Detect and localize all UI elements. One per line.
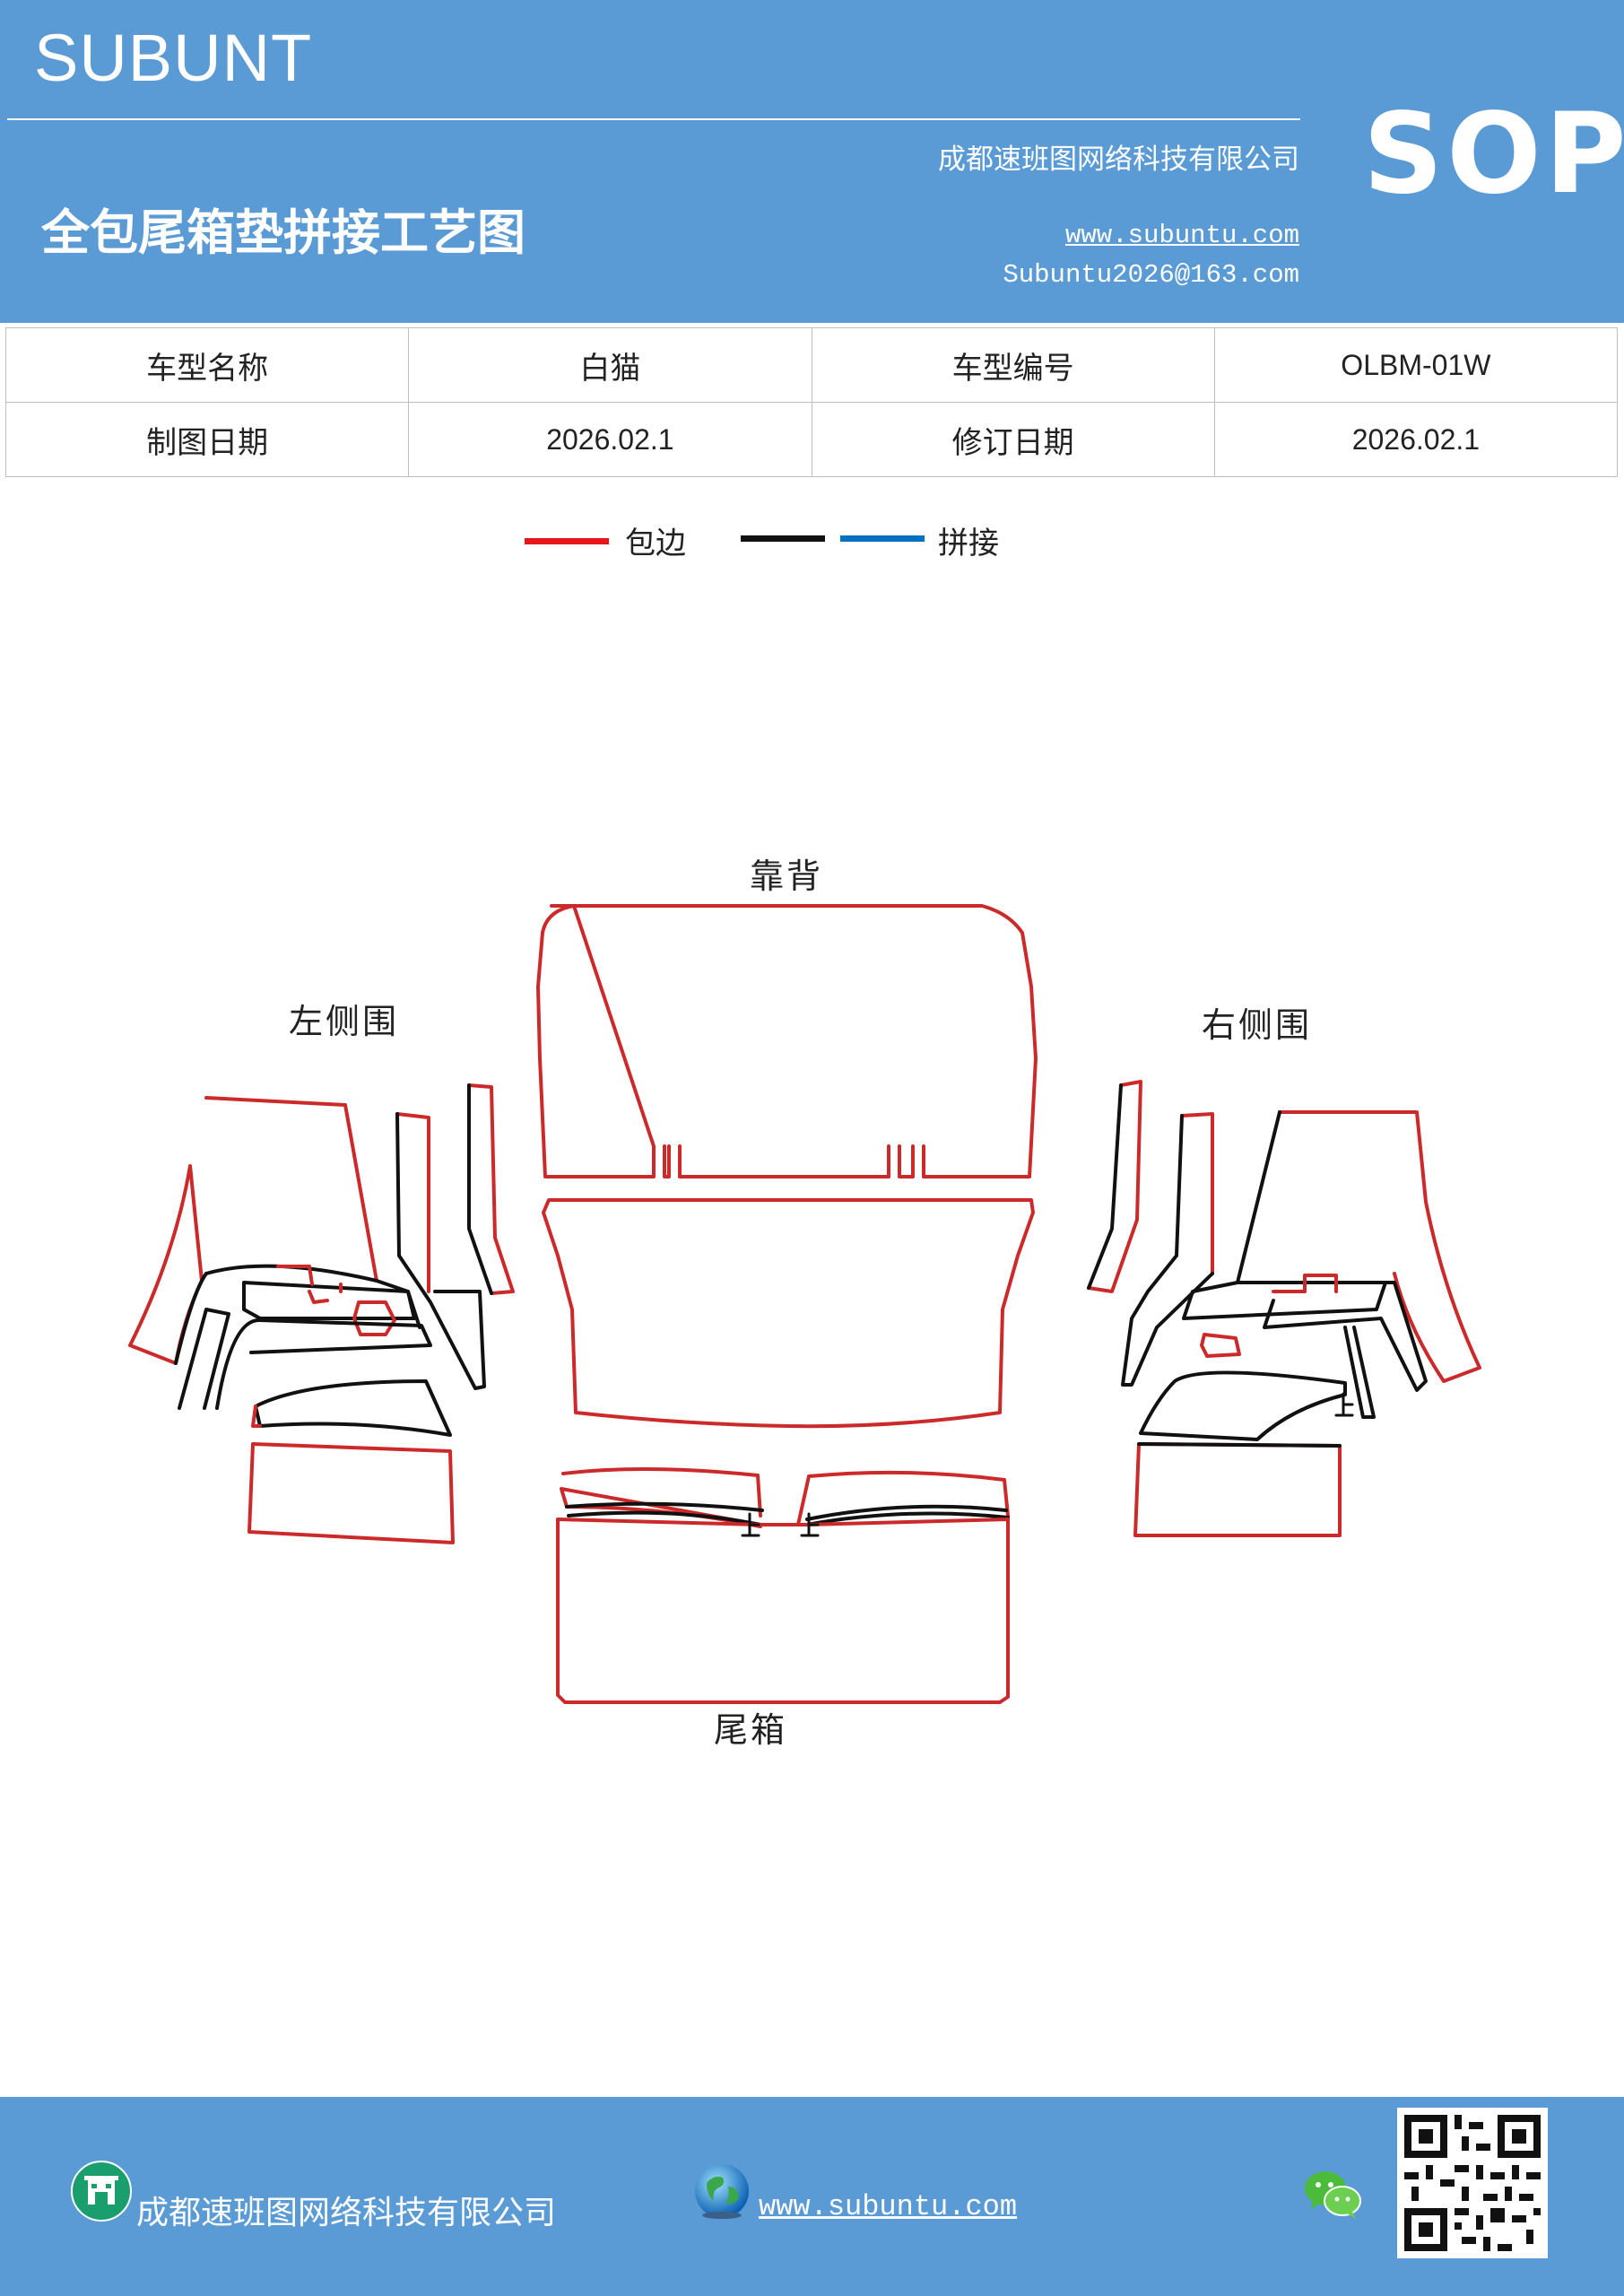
- drawing-date-value: 2026.02.1: [408, 402, 812, 477]
- left-side-label: 左侧围: [289, 1002, 400, 1041]
- brand-name: SUBUNT: [34, 21, 313, 95]
- footer-banner: 成都速班图网络科技有限公司 www.subuntu.com: [0, 2097, 1624, 2296]
- footer-website-link[interactable]: www.subuntu.com: [759, 2190, 1018, 2223]
- right-bottom-panel: [1133, 1442, 1342, 1537]
- header-divider: [7, 118, 1300, 120]
- left-inner-bracket: [242, 1281, 416, 1320]
- right-lower-arch-edge: [1343, 1326, 1376, 1419]
- header-email[interactable]: Subuntu2026@163.com: [1003, 260, 1299, 290]
- backrest-lower-panel: [542, 1198, 1035, 1429]
- left-lower-strip-edge: [251, 1405, 262, 1428]
- left-strip-1-seam: [395, 1112, 486, 1390]
- backrest-upper-panel: [536, 904, 1038, 1178]
- model-code-value: OLBM-01W: [1213, 327, 1619, 403]
- left-inner-bracket-edge: [276, 1265, 343, 1304]
- model-code-label: 车型编号: [811, 327, 1215, 403]
- revision-date-label: 修订日期: [811, 402, 1215, 477]
- revision-date-value: 2026.02.1: [1213, 402, 1619, 477]
- table-row: 制图日期 2026.02.1 修订日期 2026.02.1: [4, 402, 1619, 477]
- legend-edge-label: 包边: [625, 526, 686, 561]
- left-bottom-panel: [248, 1442, 455, 1544]
- drawing-date-label: 制图日期: [4, 402, 410, 477]
- left-strip-2: [467, 1083, 515, 1295]
- stop-mark: [800, 1512, 820, 1537]
- legend-edge-line: [525, 538, 609, 544]
- right-strip-2-seam: [1087, 1083, 1123, 1290]
- left-lower-arch: [178, 1308, 432, 1410]
- sop-badge: SOP: [1363, 90, 1624, 219]
- splice-diagram: [128, 904, 1481, 1704]
- right-big-panel-seam: [1236, 1110, 1428, 1392]
- right-big-panel: [1278, 1110, 1481, 1383]
- legend: 包边 拼接: [0, 513, 1624, 567]
- header-website-link[interactable]: www.subuntu.com: [1064, 221, 1299, 250]
- left-clip: [352, 1300, 396, 1336]
- model-name-label: 车型名称: [4, 327, 410, 403]
- right-clip: [1200, 1333, 1241, 1358]
- right-strip-1: [1180, 1112, 1214, 1275]
- wechat-icon: [1305, 2171, 1361, 2219]
- left-strip-2-seam: [467, 1083, 493, 1295]
- trunk-seam-right: [805, 1504, 1008, 1521]
- right-lower-arch: [1139, 1370, 1347, 1441]
- legend-seam-label: 拼接: [938, 526, 999, 561]
- right-inner-bracket-edge: [1272, 1274, 1338, 1293]
- trunk-seam-left: [565, 1501, 764, 1512]
- right-strip-1-seam: [1121, 1114, 1214, 1387]
- right-strip-2: [1087, 1080, 1142, 1293]
- footer-company: 成都速班图网络科技有限公司: [136, 2195, 557, 2231]
- header-banner: SUBUNT SOP 成都速班图网络科技有限公司 全包尾箱垫拼接工艺图 www.…: [0, 0, 1624, 323]
- left-lower-strip: [254, 1379, 452, 1437]
- stop-mark: [1334, 1392, 1354, 1417]
- left-strip-1: [395, 1112, 430, 1293]
- building-icon: [71, 2161, 132, 2222]
- stop-mark: [741, 1512, 760, 1537]
- document-title: 全包尾箱垫拼接工艺图: [41, 204, 525, 261]
- vehicle-info-table: 车型名称 白猫 车型编号 OLBM-01W 制图日期 2026.02.1 修订日…: [4, 327, 1619, 477]
- globe-icon: [695, 2164, 749, 2219]
- right-inner-bracket: [1182, 1281, 1387, 1320]
- qr-code: [1397, 2108, 1548, 2258]
- right-bottom-panel-seam: [1137, 1442, 1342, 1448]
- backrest-label: 靠背: [750, 857, 824, 896]
- table-row: 车型名称 白猫 车型编号 OLBM-01W: [4, 327, 1619, 403]
- right-side-label: 右侧围: [1202, 1005, 1313, 1045]
- legend-seam-line-blue: [840, 535, 925, 542]
- trunk-upper-right-panel: [796, 1470, 1010, 1526]
- model-name-value: 白猫: [408, 327, 812, 403]
- legend-seam-line-black: [741, 535, 825, 542]
- trunk-label: 尾箱: [714, 1710, 788, 1750]
- trunk-main-panel: [556, 1518, 1010, 1704]
- header-company: 成都速班图网络科技有限公司: [938, 144, 1299, 176]
